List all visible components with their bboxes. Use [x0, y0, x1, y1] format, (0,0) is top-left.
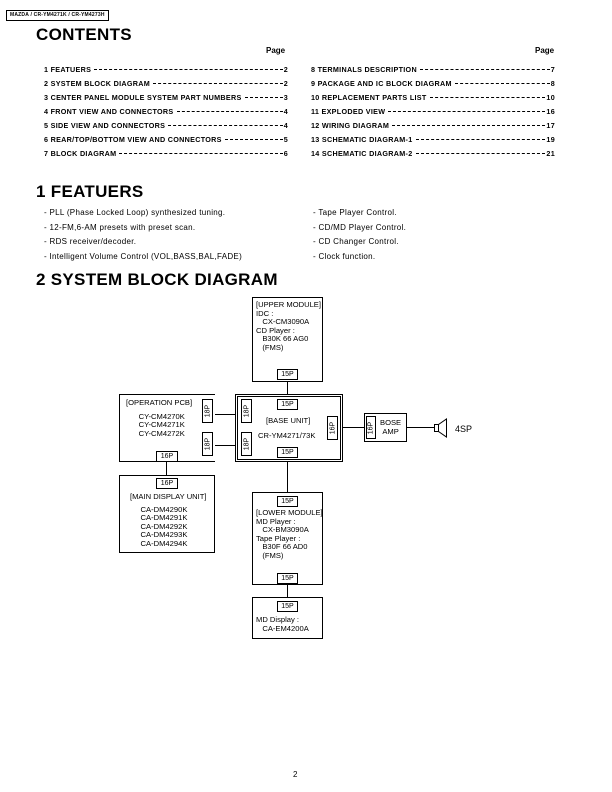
page-number: 2: [293, 770, 298, 779]
connector-15p: 15P: [277, 573, 298, 584]
speaker-label: 4SP: [455, 424, 473, 434]
operation-pcb-box: [119, 394, 215, 462]
contents-title: CONTENTS: [36, 25, 132, 44]
feature-item: - PLL (Phase Locked Loop) synthesized tu…: [44, 208, 226, 217]
features-right-list: - Tape Player Control. - CD/MD Player Co…: [313, 206, 406, 264]
wire-op-base-bottom: [214, 445, 240, 446]
wire-base-lower: [287, 457, 288, 493]
connector-16p: 16P: [366, 416, 376, 439]
page-header-left: Page: [266, 46, 286, 55]
page-header-right: Page: [535, 46, 555, 55]
connector-18p: 18P: [241, 432, 252, 456]
connector-18p: 18P: [202, 432, 213, 456]
connector-18p: 18P: [202, 399, 213, 423]
lower-module-box: [252, 492, 323, 585]
toc-entry[interactable]: 3 CENTER PANEL MODULE SYSTEM PART NUMBER…: [44, 92, 288, 102]
feature-item: - Clock function.: [313, 251, 376, 261]
base-unit-model: CR-YM4271/73K: [258, 431, 316, 440]
feature-item: - 12-FM,6-AM presets with preset scan.: [44, 222, 196, 232]
connector-16p: 16P: [327, 416, 338, 440]
connector-15p: 15P: [277, 399, 298, 410]
upper-module-text: [UPPER MODULE]IDC : CX-CM3090A CD Player…: [256, 300, 321, 352]
feature-item: - Intelligent Volume Control (VOL,BASS,B…: [44, 251, 243, 261]
model-tag: MAZDA / CR-YM4271K / CR-YM4273H: [6, 10, 109, 21]
feature-item: - RDS receiver/decoder.: [44, 237, 137, 246]
connector-16p: 16P: [156, 451, 178, 462]
wire-op-base-top: [214, 414, 240, 415]
diagram-title: 2 SYSTEM BLOCK DIAGRAM: [36, 270, 278, 289]
features-left-list: - PLL (Phase Locked Loop) synthesized tu…: [44, 206, 242, 264]
wire-bose-speaker: [406, 427, 436, 428]
main-display-unit-text: [MAIN DISPLAY UNIT] CA-DM4290K CA-DM4291…: [130, 492, 207, 548]
wire-lower-md: [287, 584, 288, 598]
operation-pcb-text: [OPERATION PCB] CY-CM4270K CY-CM4271K CY…: [126, 398, 193, 438]
speaker-icon: [434, 418, 447, 438]
connector-15p: 15P: [277, 496, 298, 507]
wire-op-display: [166, 461, 167, 476]
connector-16p: 16P: [156, 478, 178, 489]
features-title: 1 FEATUERS: [36, 182, 144, 201]
base-unit-label: [BASE UNIT]: [266, 416, 311, 425]
md-display-text: MD Display : CA-EM4200A: [256, 615, 309, 633]
feature-item: - CD Changer Control.: [313, 237, 399, 246]
feature-item: - Tape Player Control.: [313, 208, 397, 217]
connector-15p: 15P: [277, 601, 298, 612]
connector-15p: 15P: [277, 369, 298, 380]
lower-module-text: [LOWER MODULE]MD Player : CX-BM3090A Tap…: [256, 508, 323, 560]
wire-base-bose: [342, 427, 365, 428]
connector-15p: 15P: [277, 447, 298, 458]
upper-module-box: [252, 297, 323, 382]
feature-item: - CD/MD Player Control.: [313, 222, 407, 232]
connector-18p: 18P: [241, 399, 252, 423]
wire-upper-base: [287, 381, 288, 399]
